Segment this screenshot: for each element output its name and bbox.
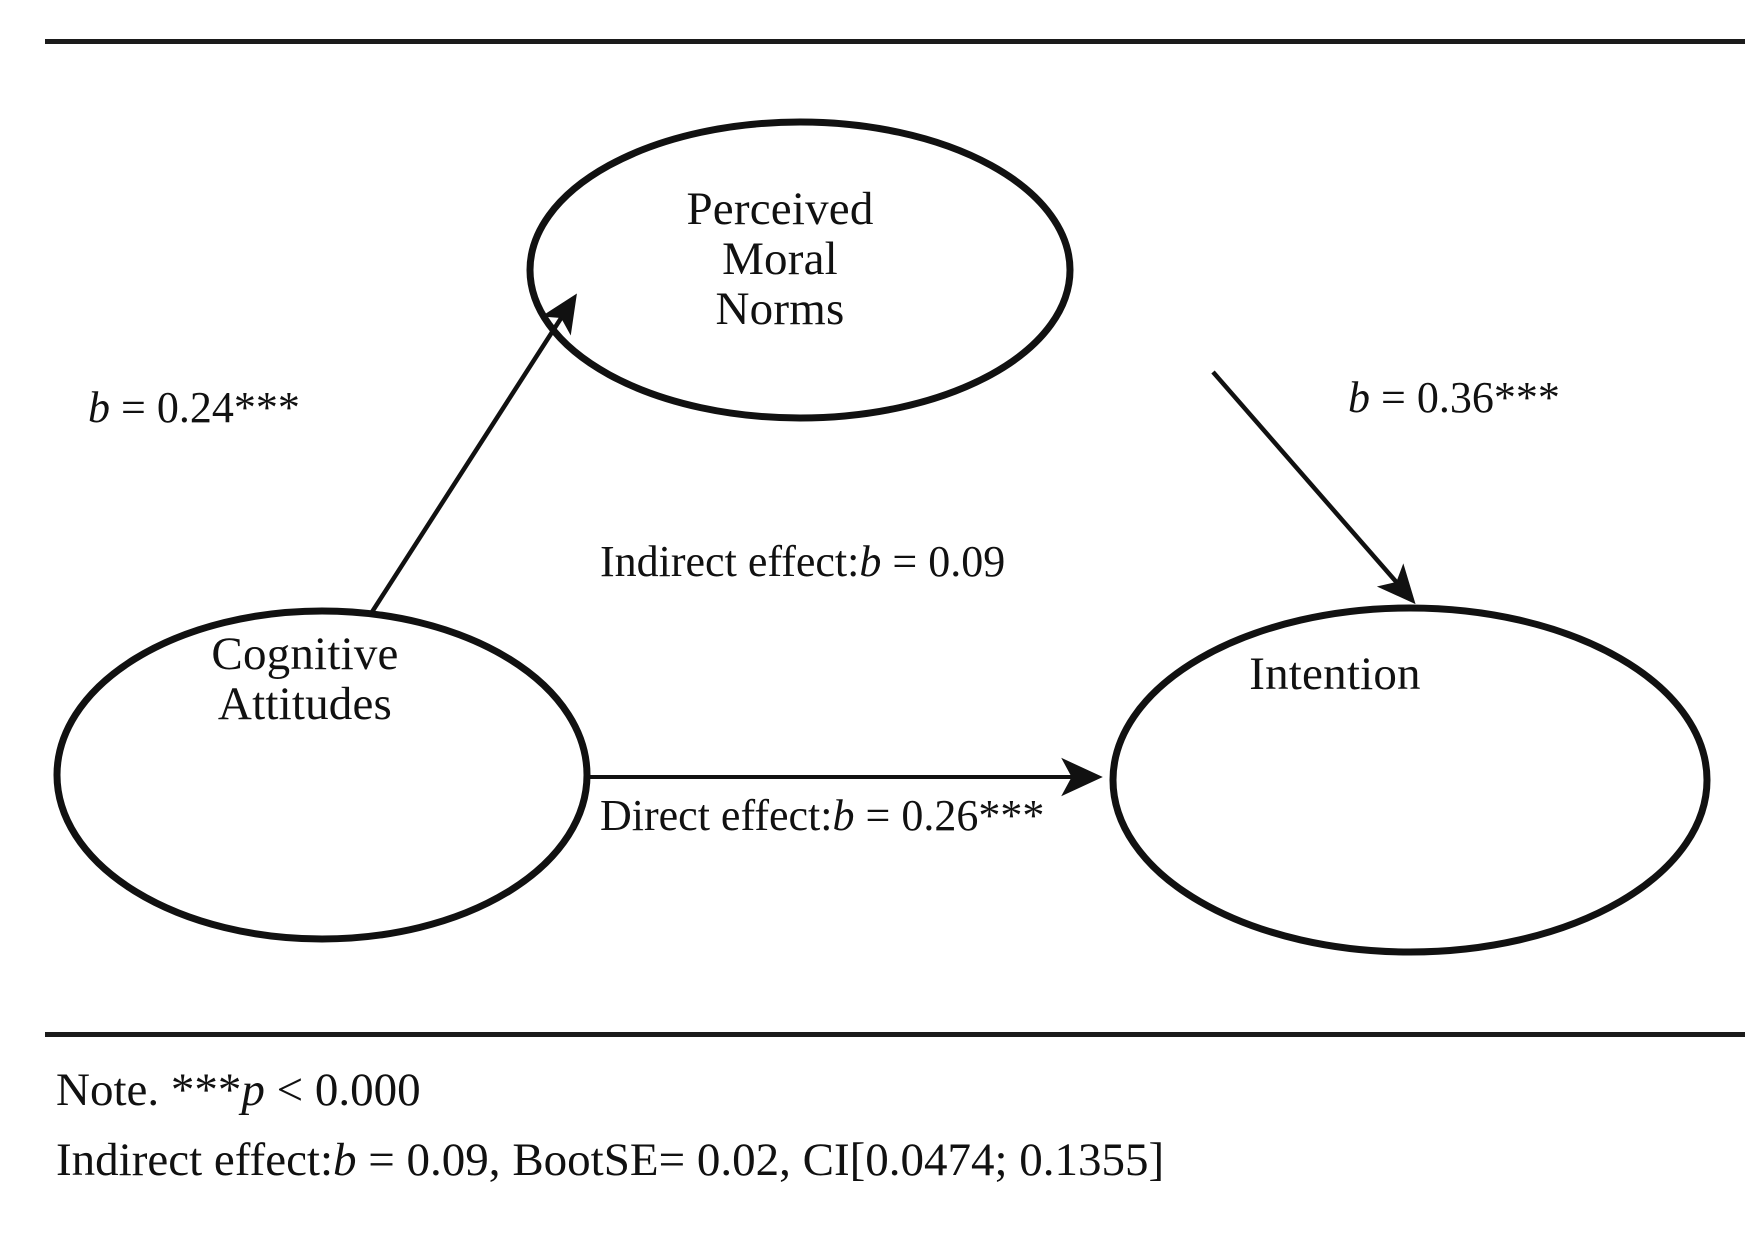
direct-coefficient-symbol: b bbox=[832, 791, 855, 840]
direct-effect-value: 0.26 bbox=[901, 791, 979, 840]
indirect-equals-sign: = bbox=[892, 537, 918, 586]
significance-stars-b: *** bbox=[1493, 373, 1560, 422]
indirect-effect-label: Indirect effect:b = 0.09 bbox=[600, 536, 1005, 587]
direct-equals-sign: = bbox=[865, 791, 891, 840]
note-line-indirect-effect: Indirect effect:b = 0.09, BootSE= 0.02, … bbox=[56, 1133, 1164, 1187]
path-diagram-svg bbox=[53, 118, 1711, 956]
note2-bootse-label: BootSE bbox=[512, 1134, 659, 1186]
indirect-effect-prefix: Indirect effect: bbox=[600, 537, 860, 586]
ellipse-cognitive-attitudes bbox=[53, 607, 591, 943]
coefficient-symbol-b: b bbox=[1348, 373, 1370, 422]
top-horizontal-rule bbox=[45, 39, 1745, 44]
coefficient-symbol-a: b bbox=[88, 383, 110, 432]
note2-lead: Indirect effect: bbox=[56, 1134, 334, 1186]
direct-effect-label: Direct effect:b = 0.26*** bbox=[600, 790, 1044, 841]
direct-effect-prefix: Direct effect: bbox=[600, 791, 833, 840]
significance-stars-direct: *** bbox=[978, 791, 1045, 840]
edge-label-a-path: b = 0.24*** bbox=[88, 382, 300, 433]
indirect-effect-value: 0.09 bbox=[928, 537, 1006, 586]
note-p-comparison: < 0.000 bbox=[276, 1064, 421, 1116]
edge-line-a-path bbox=[370, 293, 577, 614]
significance-stars-a: *** bbox=[233, 383, 300, 432]
coefficient-value-a: 0.24 bbox=[156, 383, 234, 432]
note-p-symbol: p bbox=[241, 1064, 265, 1116]
note2-b-value: = 0.09, bbox=[368, 1134, 501, 1186]
note2-b-symbol: b bbox=[333, 1134, 357, 1186]
equals-sign-a: = bbox=[121, 383, 146, 432]
coefficient-value-b: 0.36 bbox=[1416, 373, 1494, 422]
note-line-significance: Note. ***p < 0.000 bbox=[56, 1063, 421, 1117]
indirect-coefficient-symbol: b bbox=[859, 537, 882, 586]
note-stars: *** bbox=[170, 1064, 242, 1116]
note2-ci-label: CI bbox=[802, 1134, 850, 1186]
equals-sign-b: = bbox=[1381, 373, 1406, 422]
edge-label-b-path: b = 0.36*** bbox=[1348, 372, 1560, 423]
note-lead: Note. bbox=[56, 1064, 160, 1116]
note2-ci-value: [0.0474; 0.1355] bbox=[849, 1134, 1165, 1186]
node-label-cognitive-attitudes: Cognitive Attitudes bbox=[211, 628, 399, 730]
edge-line-b-path bbox=[1211, 370, 1416, 605]
ellipse-intention bbox=[1109, 604, 1711, 956]
bottom-horizontal-rule bbox=[45, 1032, 1745, 1037]
node-label-perceived-moral-norms: Perceived Moral Norms bbox=[686, 183, 874, 335]
node-label-intention: Intention bbox=[1249, 648, 1421, 700]
ellipse-perceived-moral-norms bbox=[526, 118, 1074, 422]
note2-bootse-value: = 0.02, bbox=[658, 1134, 791, 1186]
